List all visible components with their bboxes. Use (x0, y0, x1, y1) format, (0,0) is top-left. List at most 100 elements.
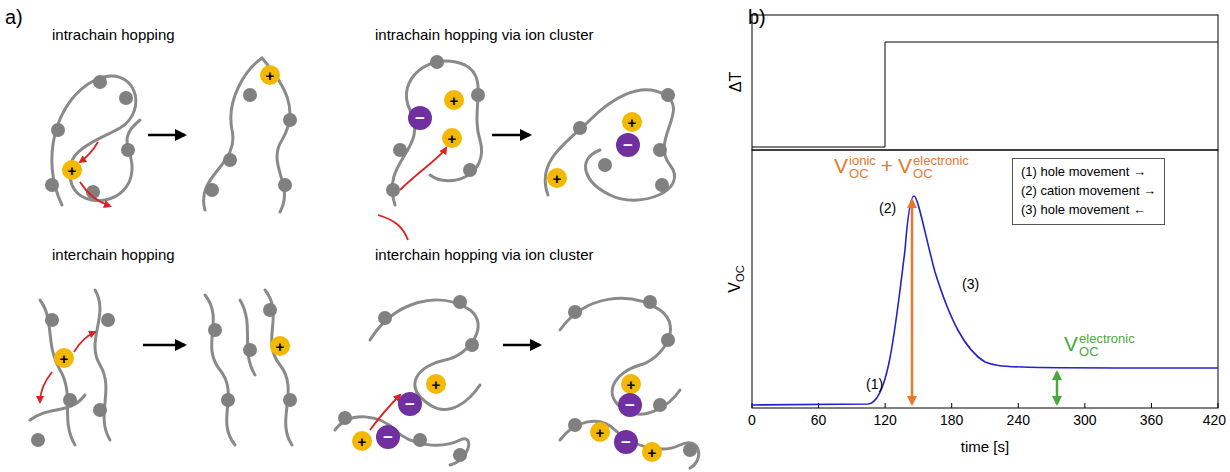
callout-number: (2) (879, 200, 896, 216)
hole-circle: + (547, 168, 567, 188)
tick-label: 60 (811, 412, 827, 428)
tick-label: 360 (1140, 412, 1163, 428)
charge-sign: + (266, 68, 275, 83)
axis-title: V (726, 282, 743, 293)
panel-title: interchain hopping (52, 246, 175, 263)
annotation-sup: ionic (849, 154, 876, 167)
annotation: VionicOC+VelectronicOC (834, 154, 969, 180)
anion-circle: − (614, 430, 638, 454)
panel-title: interchain hopping via ion cluster (375, 246, 593, 263)
axis-tick (1084, 403, 1085, 408)
charge-sign: + (276, 339, 285, 354)
panel-label: a) (5, 6, 23, 28)
axis-title: VOC (726, 265, 746, 292)
tick-label: 180 (940, 412, 963, 428)
panel-title: intrachain hopping (52, 26, 175, 43)
charge-sign: + (648, 445, 657, 460)
panel-label: b) (748, 6, 766, 29)
tick-label: 420 (1203, 412, 1226, 428)
charge-sign: − (621, 434, 631, 451)
annotation-sub: OC (1079, 345, 1135, 358)
annotation: V (834, 154, 848, 177)
hole-circle: + (642, 442, 662, 462)
annotation: ionicOC (849, 154, 876, 180)
annotation: V (898, 154, 912, 177)
annotation-sup: electronic (1079, 332, 1135, 345)
charge-sign: − (623, 137, 633, 154)
axis-tick (1151, 403, 1152, 408)
panel-title: interchain hopping via ion cluster (375, 246, 593, 263)
annotation: VelectronicOC (1064, 332, 1135, 358)
annotation: V (1064, 332, 1078, 355)
charge-sign: + (450, 93, 459, 108)
hole-circle: + (426, 374, 446, 394)
axis-subscript: OC (734, 265, 746, 282)
legend-entry: (2) cation movement → (1021, 182, 1156, 201)
charge-sign: + (627, 377, 636, 392)
hole-circle: + (352, 431, 372, 451)
hole-circle: + (270, 336, 290, 356)
hole-circle: + (444, 90, 464, 110)
charge-sign: + (448, 131, 457, 146)
anion-circle: − (618, 393, 642, 417)
tick-label: 180 (940, 412, 963, 428)
legend-entry: (1) hole movement → (1021, 163, 1156, 182)
panel-label: a) (5, 6, 23, 29)
tick-label: 300 (1073, 412, 1096, 428)
charge-sign: + (628, 115, 637, 130)
tick-label: 360 (1140, 412, 1163, 428)
charge-sign: + (432, 377, 441, 392)
panel-title: intrachain hopping via ion cluster (375, 26, 593, 43)
hole-circle: + (590, 422, 610, 442)
callout-number: (1) (866, 376, 883, 392)
axis-tick (885, 403, 886, 408)
anion-circle: − (398, 392, 422, 416)
tick-label: 120 (873, 412, 896, 428)
hole-circle: + (260, 65, 280, 85)
hole-circle: + (54, 348, 74, 368)
anion-circle: − (616, 133, 640, 157)
tick-label: 0 (748, 412, 756, 428)
axis-tick (1218, 403, 1219, 408)
annotation-sup: electronic (913, 154, 969, 167)
axis-title: ΔT (727, 72, 744, 92)
annotation: + (881, 154, 893, 177)
tick-label: 60 (811, 412, 827, 428)
charge-sign: + (60, 351, 69, 366)
charge-sign: − (415, 110, 425, 127)
charge-sign: + (68, 163, 77, 178)
hole-circle: + (621, 374, 641, 394)
tick-label: 300 (1073, 412, 1096, 428)
hole-circle: + (442, 128, 462, 148)
annotation-sub: OC (913, 167, 969, 180)
axis-title: time [s] (961, 438, 1009, 455)
tick-label: 240 (1007, 412, 1030, 428)
axis-tick (1018, 403, 1019, 408)
tick-label: 420 (1203, 412, 1226, 428)
charge-sign: + (553, 171, 562, 186)
charge-sign: + (358, 434, 367, 449)
callout-number: (2) (879, 200, 896, 216)
hole-circle: + (62, 160, 82, 180)
panel-title: interchain hopping (52, 246, 175, 263)
callout-number: (1) (866, 376, 883, 392)
annotation: electronicOC (913, 154, 969, 180)
legend-entry: (3) hole movement ← (1021, 201, 1156, 220)
tick-label: 0 (748, 412, 756, 428)
charge-sign: − (383, 429, 393, 446)
anion-circle: − (408, 106, 432, 130)
axis-tick (951, 403, 952, 408)
panel-title: intrachain hopping (52, 26, 175, 43)
charge-sign: − (405, 396, 415, 413)
axis-title: time [s] (961, 438, 1009, 455)
tick-label: 120 (873, 412, 896, 428)
callout-number: (3) (962, 276, 979, 292)
charge-sign: − (625, 397, 635, 414)
tick-label: 240 (1007, 412, 1030, 428)
panel-title: intrachain hopping via ion cluster (375, 26, 593, 43)
hole-circle: + (622, 112, 642, 132)
charge-sign: + (596, 425, 605, 440)
annotation: electronicOC (1079, 332, 1135, 358)
callout-number: (3) (962, 276, 979, 292)
